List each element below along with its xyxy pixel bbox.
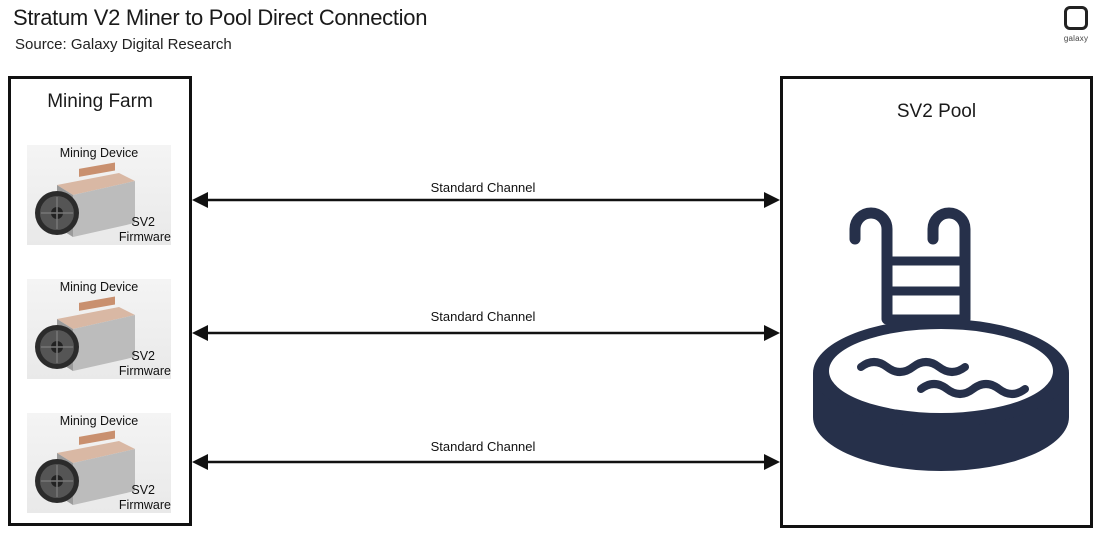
mining-device-1: Mining Device SV2 Firmware — [27, 145, 171, 245]
firmware-label: Firmware — [118, 498, 171, 512]
channel-arrow-1 — [192, 192, 780, 208]
mining-farm-box: Mining Farm Mining Device SV2 Firmware — [8, 76, 192, 526]
channel-label-3: Standard Channel — [430, 439, 536, 454]
channel-label-2: Standard Channel — [430, 309, 536, 324]
asic-miner-icon — [35, 296, 135, 371]
channel-arrow-2 — [192, 325, 780, 341]
source-caption: Source: Galaxy Digital Research — [15, 36, 232, 53]
firmware-label: SV2 — [131, 215, 155, 229]
channel-arrow-3 — [192, 454, 780, 470]
page-title: Stratum V2 Miner to Pool Direct Connecti… — [13, 5, 428, 30]
mining-device-3: Mining Device SV2 Firmware — [27, 413, 171, 513]
firmware-label: SV2 — [131, 349, 155, 363]
sv2-pool-title: SV2 Pool — [896, 101, 977, 122]
firmware-label: Firmware — [118, 364, 171, 378]
galaxy-logo-icon — [1064, 6, 1088, 30]
device-label: Mining Device — [59, 280, 139, 294]
mining-device-2: Mining Device SV2 Firmware — [27, 279, 171, 379]
asic-miner-icon — [35, 162, 135, 237]
channel-label-1: Standard Channel — [430, 180, 536, 195]
firmware-label: Firmware — [118, 230, 171, 244]
galaxy-logo: galaxy — [1060, 6, 1092, 48]
galaxy-logo-text: galaxy — [1063, 34, 1089, 43]
firmware-label: SV2 — [131, 483, 155, 497]
asic-miner-icon — [35, 430, 135, 505]
sv2-pool-box: SV2 Pool — [780, 76, 1093, 528]
mining-farm-title: Mining Farm — [47, 91, 153, 112]
device-label: Mining Device — [59, 414, 139, 428]
device-label: Mining Device — [59, 146, 139, 160]
swimming-pool-icon — [813, 207, 1069, 471]
